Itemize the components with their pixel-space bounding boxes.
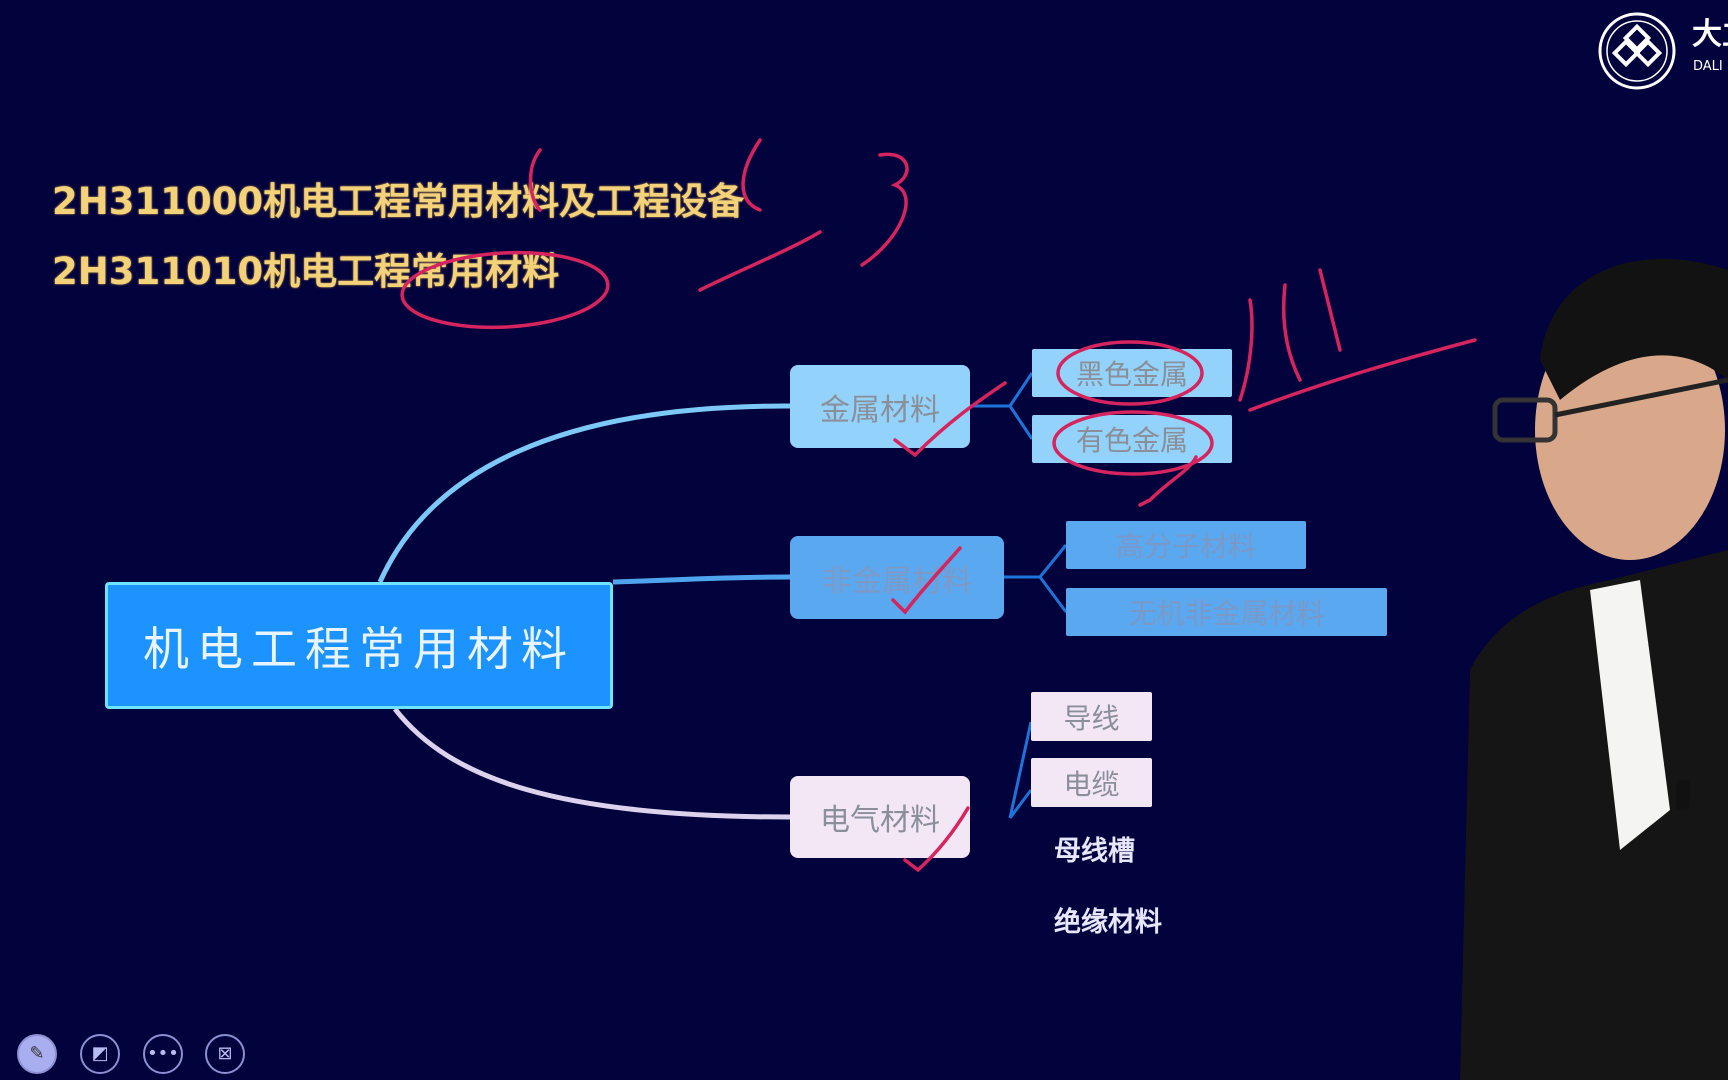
leaf-insulation: 绝缘材料 [1054, 907, 1162, 938]
connector-nonmetal [612, 574, 791, 585]
node-metal-materials: 金属材料 [790, 365, 970, 448]
logo-name-cn: 大立 [1692, 17, 1728, 52]
leaf-polymer-materials: 高分子材料 [1066, 521, 1306, 569]
slide-title-line1: 2H311000机电工程常用材料及工程设备 [52, 180, 745, 223]
node-electrical-materials: 电气材料 [790, 776, 970, 858]
more-icon: ••• [147, 1043, 179, 1064]
connector-metal [377, 403, 791, 584]
leaf-cable: 电缆 [1031, 758, 1152, 807]
connector-metal-leaves [970, 372, 1034, 440]
connector-nonmetal-leaves [1004, 544, 1068, 613]
pen-icon: ✎ [29, 1043, 45, 1064]
leaf-busway: 母线槽 [1054, 836, 1135, 867]
connector-electrical-leaves [1008, 721, 1033, 819]
exit-screen-button[interactable]: ⊠ [205, 1034, 245, 1074]
leaf-nonferrous-metal: 有色金属 [1032, 415, 1232, 463]
connector-electrical [393, 707, 791, 820]
presenter-video [1460, 258, 1728, 1080]
leaf-inorganic-nonmetal: 无机非金属材料 [1066, 588, 1387, 636]
leaf-wire: 导线 [1031, 692, 1152, 741]
exit-screen-icon: ⊠ [217, 1043, 233, 1064]
more-button[interactable]: ••• [143, 1034, 183, 1074]
mindmap-root-node: 机电工程常用材料 [105, 582, 613, 709]
screen-annotate-button[interactable]: ◩ [80, 1034, 120, 1074]
dali-logo [1598, 12, 1676, 90]
handwritten-note-strokes [1238, 268, 1477, 412]
pen-tool-button[interactable]: ✎ [17, 1034, 57, 1074]
logo-name-en: DALI [1693, 59, 1723, 74]
dali-logo-icon [1598, 12, 1676, 90]
screen-annotate-icon: ◩ [91, 1043, 109, 1064]
